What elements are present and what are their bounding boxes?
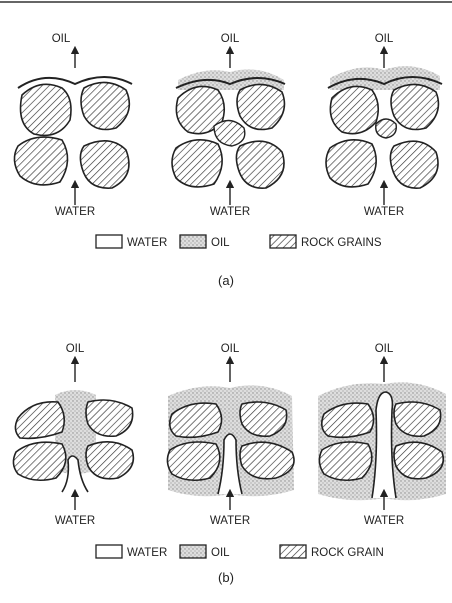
rock-grain: [172, 140, 222, 187]
panel-a: OIL WATER OIL WATER OIL: [14, 33, 442, 288]
rock-grain: [86, 442, 133, 479]
caption-b: (b): [218, 570, 234, 585]
rock-grain: [394, 442, 443, 479]
rock-grain: [326, 140, 376, 187]
water-label: WATER: [55, 206, 95, 218]
stage-a2: OIL WATER: [172, 33, 285, 218]
oil-label: OIL: [375, 343, 394, 355]
rock-grain: [330, 86, 378, 133]
legend-oil-label: OIL: [211, 237, 230, 249]
panel-b: OIL WATER OIL WATER OIL: [13, 343, 446, 585]
legend-water-swatch: [96, 545, 122, 558]
rock-grain: [240, 402, 287, 436]
rock-grain: [86, 400, 133, 436]
rock-grain: [236, 141, 284, 188]
rock-grain: [391, 84, 438, 129]
stage-a3: OIL WATER: [326, 33, 442, 218]
stage-b2: OIL WATER: [167, 343, 294, 527]
water-label: WATER: [55, 515, 95, 527]
rock-grain: [237, 84, 284, 129]
water-label: WATER: [210, 515, 250, 527]
legend-oil-label: OIL: [211, 547, 230, 559]
rock-grain: [240, 442, 294, 479]
rock-grain: [13, 442, 65, 480]
legend-b: WATER OIL ROCK GRAIN: [96, 545, 384, 559]
rock-grain: [167, 442, 219, 480]
legend-water-swatch: [96, 235, 122, 248]
oil-label: OIL: [221, 33, 240, 45]
water-label: WATER: [364, 515, 404, 527]
legend-rock-swatch: [270, 235, 296, 248]
oil-droplet: [376, 119, 397, 138]
oil-label: OIL: [52, 33, 71, 45]
legend-a: WATER OIL ROCK GRAINS: [96, 235, 382, 249]
rock-grain: [21, 84, 72, 135]
rock-grain: [15, 402, 64, 439]
legend-oil-swatch: [180, 235, 206, 248]
rock-grain: [394, 402, 441, 436]
water-front: [372, 392, 396, 498]
oil-droplet: [214, 120, 245, 146]
rock-grain: [390, 141, 438, 188]
oil-label: OIL: [221, 343, 240, 355]
rock-grain: [81, 82, 129, 129]
stage-b1: OIL WATER: [13, 343, 133, 527]
stage-b3: OIL WATER: [318, 343, 446, 527]
caption-a: (a): [218, 273, 234, 288]
legend-rock-label: ROCK GRAINS: [301, 237, 382, 249]
legend-water-label: WATER: [127, 547, 167, 559]
legend-rock-swatch: [280, 545, 306, 558]
water-label: WATER: [210, 206, 250, 218]
stage-a1: OIL WATER: [14, 33, 132, 218]
rock-grain: [319, 442, 371, 480]
legend-oil-swatch: [180, 545, 206, 558]
rock-grain: [14, 137, 67, 185]
rock-grain: [80, 141, 129, 188]
water-label: WATER: [364, 206, 404, 218]
legend-rock-label: ROCK GRAIN: [311, 547, 384, 559]
legend-water-label: WATER: [127, 237, 167, 249]
oil-label: OIL: [66, 343, 85, 355]
oil-label: OIL: [375, 33, 394, 45]
